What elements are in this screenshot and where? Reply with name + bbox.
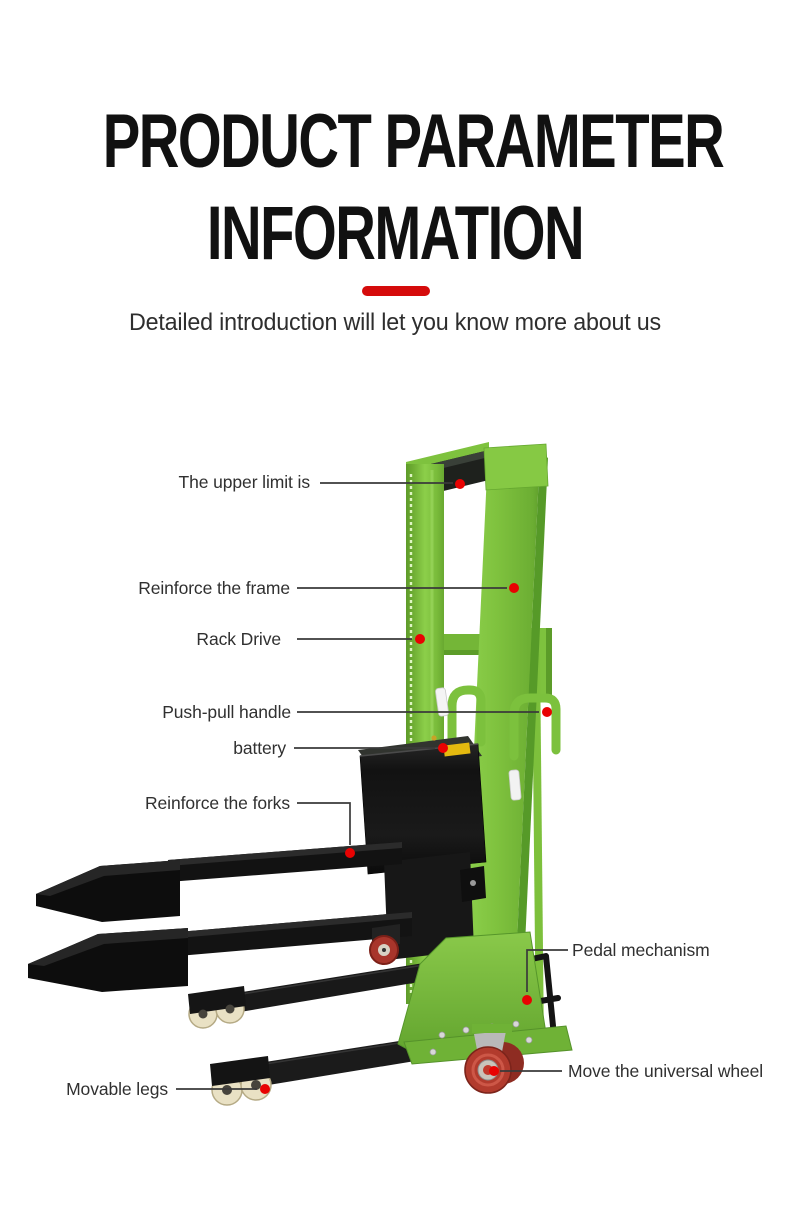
callout-label-reinforce-forks: Reinforce the forks bbox=[145, 793, 290, 813]
callout-label-movable-legs: Movable legs bbox=[66, 1079, 168, 1099]
callout-label-universal-wheel: Move the universal wheel bbox=[568, 1061, 764, 1081]
title-accent-dash bbox=[362, 286, 430, 296]
callout-label-reinforce-frame: Reinforce the frame bbox=[138, 578, 290, 598]
callout-label-rack-drive: Rack Drive bbox=[196, 629, 281, 649]
title-line-1: PRODUCT PARAMETER bbox=[102, 99, 725, 184]
callout-dot-reinforce-frame bbox=[509, 583, 519, 593]
callout-dot-universal-wheel bbox=[489, 1066, 499, 1076]
callout-label-upper-limit: The upper limit is bbox=[178, 472, 311, 492]
callout-label-push-pull-handle: Push-pull handle bbox=[162, 702, 291, 722]
mid-caster-wheel bbox=[369, 924, 400, 965]
callout-label-battery: battery bbox=[233, 738, 286, 758]
callout-dot-rack-drive bbox=[415, 634, 425, 644]
page-title: PRODUCT PARAMETER INFORMATION bbox=[0, 96, 790, 280]
callout-dot-upper-limit bbox=[455, 479, 465, 489]
callout-label-pedal-mechanism: Pedal mechanism bbox=[572, 940, 710, 960]
callout-dot-push-pull-handle bbox=[542, 707, 552, 717]
callout-dot-pedal-mechanism bbox=[522, 995, 532, 1005]
title-line-2: INFORMATION bbox=[206, 191, 585, 276]
subtitle: Detailed introduction will let you know … bbox=[129, 309, 661, 336]
warning-sticker bbox=[443, 742, 471, 757]
callout-lines bbox=[176, 479, 568, 1094]
push-pull-handles bbox=[447, 685, 561, 761]
callout-dot-reinforce-forks bbox=[345, 848, 355, 858]
callout-dot-battery bbox=[438, 743, 448, 753]
forks bbox=[28, 842, 412, 992]
stacker-machine bbox=[28, 442, 573, 1106]
callout-dot-movable-legs bbox=[260, 1084, 270, 1094]
hang-tags bbox=[435, 687, 522, 801]
gold-pin bbox=[431, 735, 437, 741]
